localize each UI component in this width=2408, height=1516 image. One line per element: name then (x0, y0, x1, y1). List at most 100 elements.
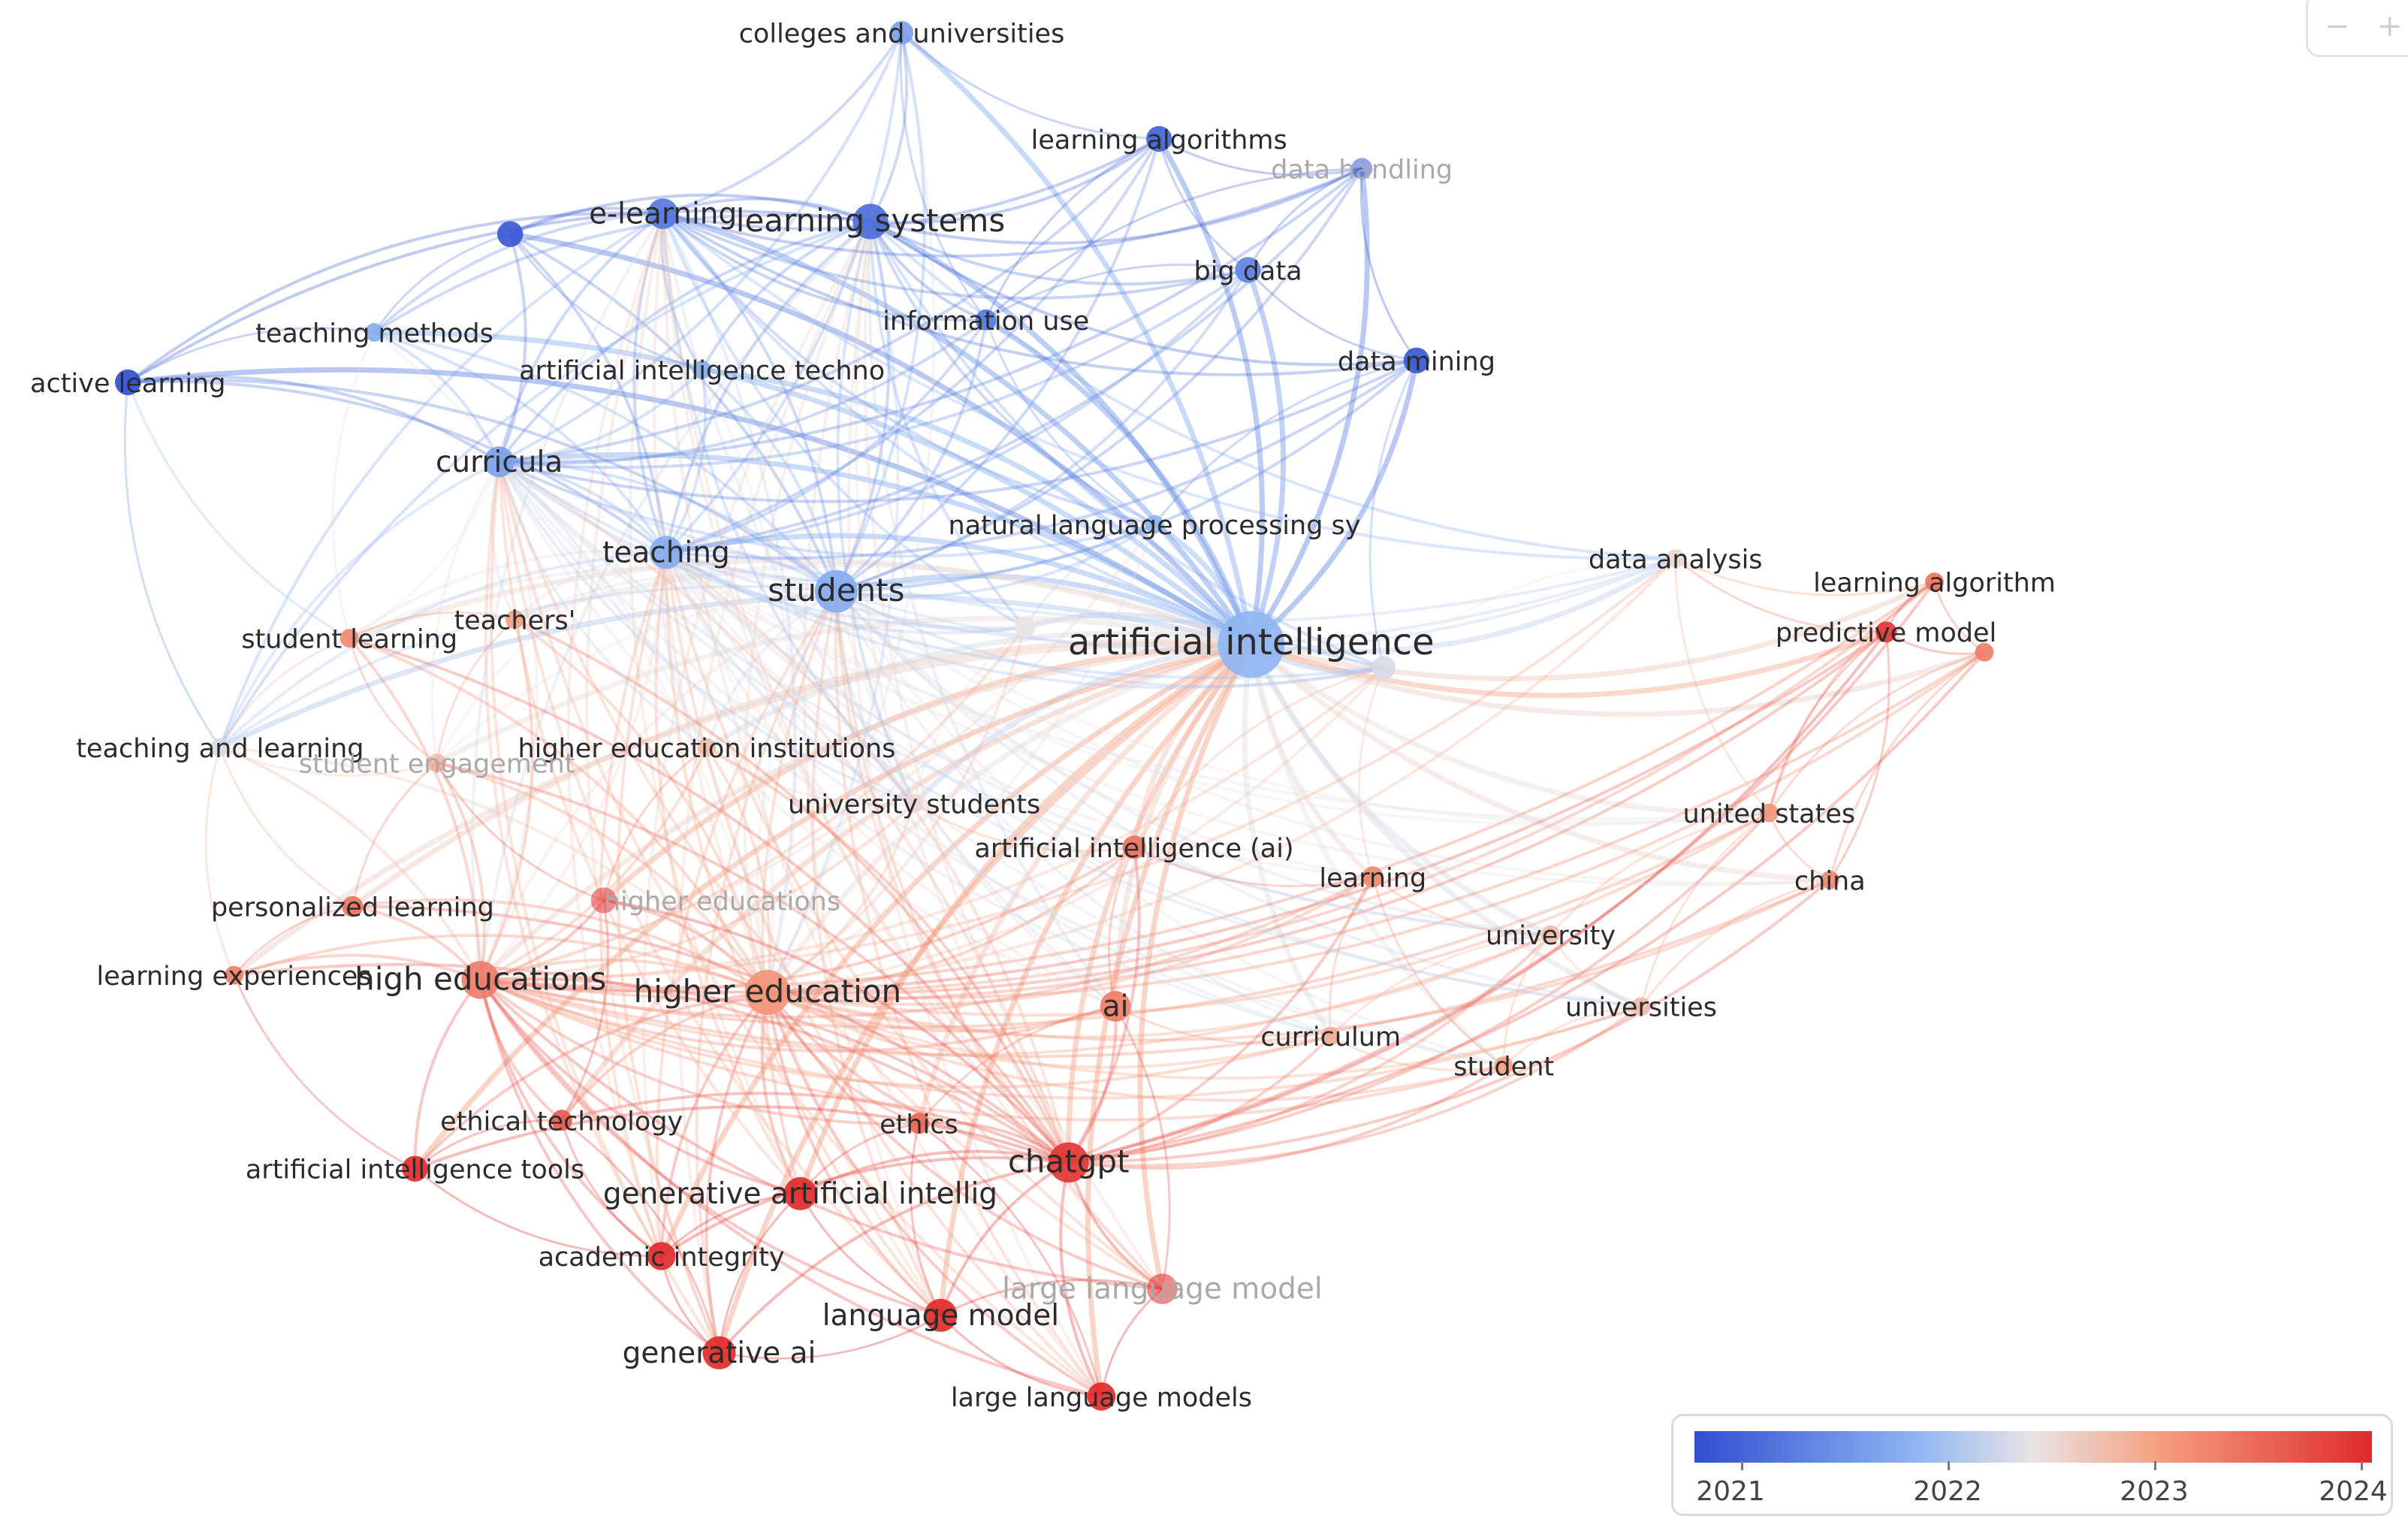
node-chatgpt[interactable] (1048, 1142, 1089, 1183)
network-edge (234, 962, 1070, 1164)
node-teaching-learning[interactable] (210, 738, 230, 757)
node-large-language-model[interactable] (1147, 1273, 1178, 1304)
network-edge (628, 213, 802, 1194)
node-united-states[interactable] (1759, 803, 1779, 823)
node-data-analysis[interactable] (1666, 549, 1685, 568)
node-ai-techno[interactable] (693, 360, 711, 379)
node-teachers[interactable] (505, 610, 524, 629)
node-ethical-technology[interactable] (551, 1110, 572, 1131)
node-higher-education[interactable] (744, 970, 790, 1015)
network-edge (835, 269, 1250, 593)
node-student-learning[interactable] (339, 629, 359, 648)
node-hei[interactable] (697, 738, 717, 757)
node-generative-artificial[interactable] (783, 1176, 817, 1210)
node-learning-systems[interactable] (852, 204, 889, 240)
zoom-controls[interactable]: − + (2306, 0, 2408, 57)
network-edge (499, 460, 668, 554)
node-learning-algorithms[interactable] (1146, 125, 1172, 153)
network-edge (478, 979, 720, 1354)
node-high-educations[interactable] (461, 961, 499, 999)
node-ai[interactable] (1100, 991, 1131, 1022)
node-teaching[interactable] (649, 536, 683, 569)
node-personalized-learning[interactable] (342, 895, 364, 917)
node-artificial-intelligence[interactable] (1218, 611, 1285, 678)
network-edge (508, 233, 703, 371)
network-edge (665, 551, 915, 805)
node-nlp[interactable] (1145, 515, 1164, 534)
network-edge (760, 992, 802, 1194)
node-student-engagement[interactable] (427, 753, 446, 773)
node-big-data[interactable] (1235, 257, 1261, 283)
node-active-learning[interactable] (115, 369, 141, 396)
node-colleges[interactable] (889, 20, 914, 45)
network-edge (479, 979, 801, 1195)
node-ai-paren[interactable] (1122, 835, 1146, 859)
network-edge (664, 552, 1103, 1398)
zoom-in-icon[interactable]: + (2377, 9, 2403, 44)
network-edge (834, 591, 1070, 1164)
network-edge (1066, 642, 1254, 1163)
node-student[interactable] (1494, 1056, 1513, 1075)
network-edge (869, 32, 909, 222)
network-edge (1112, 642, 1254, 1007)
network-edge (479, 978, 1332, 1089)
legend-tick (2361, 1461, 2363, 1470)
node-data-mining[interactable] (1403, 347, 1430, 373)
network-edge (349, 611, 515, 639)
node-universities[interactable] (1631, 997, 1651, 1016)
node-learning[interactable] (1362, 866, 1384, 888)
node-label-data-analysis: data analysis (1589, 545, 1763, 575)
network-edge (918, 1005, 1116, 1125)
node-unlabeled-blue[interactable] (497, 221, 524, 247)
node-curricula[interactable] (484, 446, 514, 478)
network-edge (1068, 630, 1887, 1164)
network-edge (219, 637, 350, 748)
node-higher-educations[interactable] (590, 887, 617, 914)
node-ethics[interactable] (908, 1113, 930, 1134)
zoom-out-icon[interactable]: − (2325, 9, 2350, 44)
node-information-use[interactable] (975, 309, 997, 331)
node-learning-experiences[interactable] (225, 965, 243, 985)
node-teaching-methods[interactable] (365, 323, 384, 342)
node-large-language-models[interactable] (1087, 1382, 1116, 1411)
network-edge (351, 762, 438, 907)
network-edge (514, 562, 1253, 648)
network-edge (1768, 651, 1985, 814)
node-label-learning-algorithms: learning algorithms (1031, 125, 1287, 156)
network-edge (414, 1119, 562, 1170)
network-edge (499, 319, 987, 465)
node-label-artificial-intelligence: artificial intelligence (1068, 621, 1435, 663)
node-students[interactable] (814, 569, 858, 613)
node-unlabeled-mid[interactable] (1014, 617, 1036, 638)
node-label-learning: learning (1319, 863, 1426, 893)
network-edge (498, 461, 1770, 821)
node-china[interactable] (1820, 871, 1839, 889)
network-edge (349, 636, 769, 993)
node-university[interactable] (1541, 925, 1560, 944)
network-edge (1114, 1005, 1171, 1289)
node-data-handling[interactable] (1351, 158, 1373, 180)
node-unlabeled-peach[interactable] (1975, 642, 1994, 662)
network-edge (632, 213, 668, 553)
node-unlabeled-gray[interactable] (1371, 656, 1396, 680)
node-label-predictive-model: predictive model (1776, 618, 1996, 648)
node-generative-ai[interactable] (702, 1336, 736, 1370)
node-e-learning[interactable] (647, 198, 679, 229)
node-curriculum[interactable] (1321, 1026, 1341, 1046)
network-edge (498, 32, 904, 464)
network-edge (695, 590, 838, 1354)
network-edge (1502, 934, 1552, 1066)
node-label-learning-systems: learning systems (736, 202, 1005, 239)
node-learning-algorithm[interactable] (1925, 572, 1944, 592)
network-edge (127, 211, 663, 384)
node-label-university-students: university students (788, 790, 1040, 820)
node-language-model[interactable] (924, 1298, 958, 1332)
node-university-students[interactable] (904, 794, 924, 814)
network-edge (479, 978, 1504, 1122)
node-academic-integrity[interactable] (647, 1242, 676, 1270)
network-edge (498, 461, 1070, 1164)
node-ai-tools[interactable] (402, 1155, 428, 1182)
network-edge (767, 875, 1374, 1007)
node-predictive-model[interactable] (1875, 621, 1897, 643)
